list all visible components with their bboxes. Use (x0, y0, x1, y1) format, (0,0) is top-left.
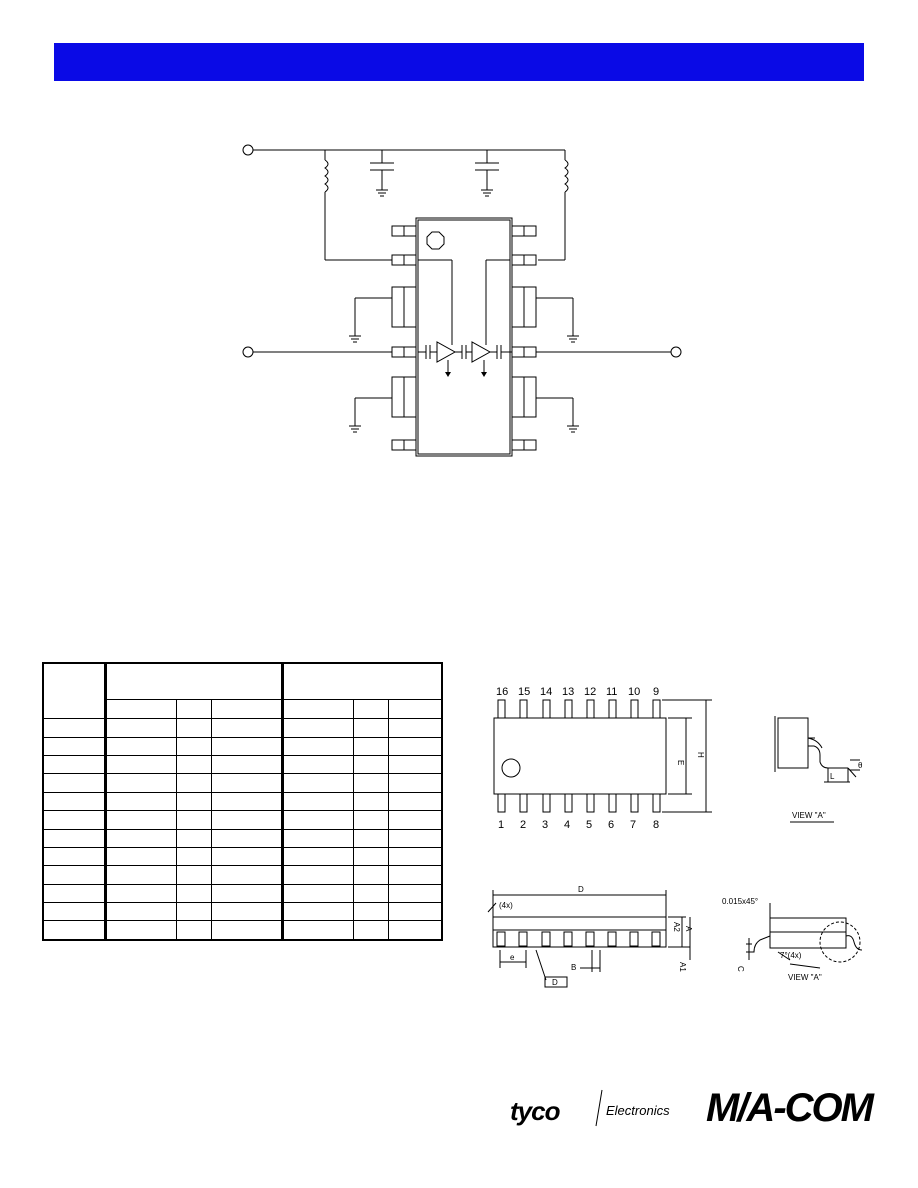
pin-label: 8 (653, 819, 659, 831)
dim-label-a2: A2 (672, 922, 681, 932)
pin-label: 7 (630, 819, 636, 831)
angle-7deg-label: 7°(4x) (780, 951, 802, 960)
table-row (42, 846, 443, 867)
angle-label: (4x) (499, 901, 513, 910)
pin-label: 14 (540, 686, 552, 698)
view-a-reference: VIEW "A" (788, 973, 822, 982)
header-bar (54, 43, 864, 81)
table-row (42, 810, 443, 830)
dim-label-b: B (571, 963, 576, 972)
table-row (42, 718, 443, 738)
package-side-view: D (4x) A2 A A1 e B D (487, 885, 693, 988)
tyco-logo: tyco (510, 1096, 560, 1126)
electronics-logo-text: Electronics (606, 1103, 670, 1118)
pin-label: 6 (608, 819, 614, 831)
pin-label: 1 (498, 819, 504, 831)
table-cell (42, 662, 106, 720)
table-row (42, 883, 443, 904)
view-a-detail: L θ VIEW "A" (774, 716, 863, 823)
pin-label: 9 (653, 686, 659, 698)
table-cell (103, 662, 284, 700)
table-cell (281, 662, 443, 700)
table-row (42, 828, 443, 848)
dim-label-c: C (736, 966, 745, 972)
pin-label: 10 (628, 686, 640, 698)
table-row (42, 791, 443, 812)
view-a-caption: VIEW "A" (792, 811, 826, 820)
table-row (42, 754, 443, 775)
pin-label: 12 (584, 686, 596, 698)
pin-label: 3 (542, 819, 548, 831)
dimensions-table (42, 662, 443, 941)
coplanarity-label: D (552, 978, 558, 987)
pin-label: 11 (606, 686, 617, 698)
table-cell (211, 698, 284, 720)
pin-label: 2 (520, 819, 526, 831)
pin-label: 4 (564, 819, 570, 831)
dim-label-theta: θ (858, 761, 863, 770)
table-cell (352, 698, 390, 720)
table-cell (388, 698, 443, 720)
package-top-view: 16 15 14 13 12 11 10 9 1 2 3 4 5 6 7 8 E… (493, 686, 712, 831)
dim-label-h: H (696, 752, 705, 758)
pin-label: 16 (496, 686, 508, 698)
macom-logo: M/A-COM (706, 1086, 874, 1130)
chamfer-label: 0.015x45° (722, 897, 758, 906)
table-row (42, 920, 443, 941)
terminal-rf-out (670, 346, 682, 358)
dim-label-e-pitch: e (510, 953, 515, 962)
dim-label-a: A (684, 926, 693, 932)
table-row (42, 736, 443, 756)
table-cell (281, 698, 354, 720)
terminal-rf-in (242, 346, 254, 358)
dim-label-a1: A1 (678, 962, 687, 972)
table-row (42, 902, 443, 922)
table-cell (104, 698, 177, 720)
table-cell (175, 698, 213, 720)
dim-label-d: D (578, 885, 584, 894)
dim-label-e: E (676, 760, 685, 765)
logo-separator (595, 1089, 603, 1127)
pin-label: 13 (562, 686, 574, 698)
table-row (42, 773, 443, 793)
pin-label: 15 (518, 686, 530, 698)
table-row (42, 865, 443, 885)
dim-label-l: L (830, 772, 835, 781)
schematic-diagram (242, 144, 682, 457)
package-end-view: 0.015x45° C 7°(4x) VIEW "A" (722, 897, 863, 982)
terminal-top-left (242, 144, 254, 156)
pin-label: 5 (586, 819, 592, 831)
